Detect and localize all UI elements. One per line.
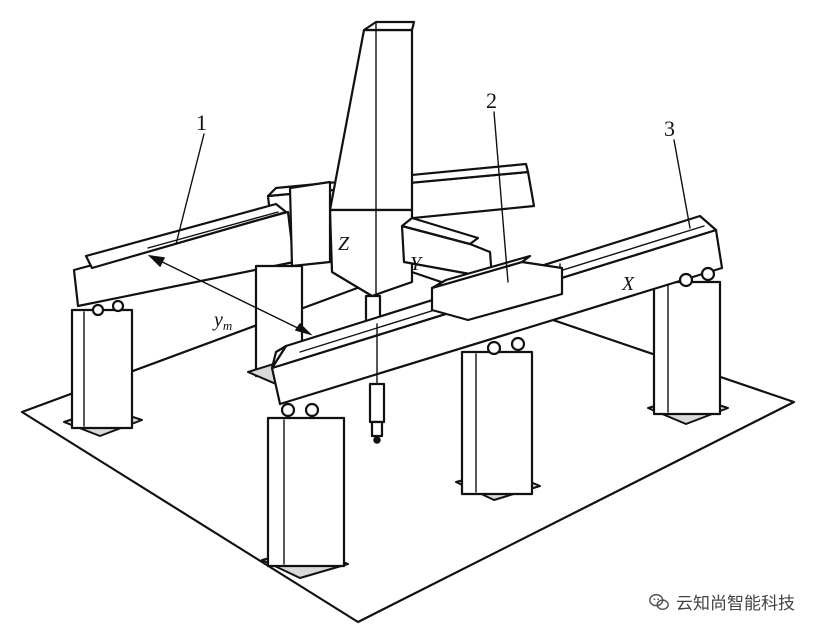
wechat-icon: [649, 593, 669, 610]
callout-leader-2: [493, 111, 509, 283]
z-column: [328, 20, 416, 326]
callout-leader-3: [673, 139, 691, 229]
axis-label-ym-sub: m: [223, 318, 232, 333]
pillar-back-left: [63, 308, 143, 437]
beam-right-support: [678, 266, 716, 288]
axis-label-z: Z: [338, 233, 350, 255]
axis-label-x: X: [621, 273, 635, 295]
callout-2: 2: [486, 88, 497, 113]
x-carriage: [430, 254, 564, 322]
y-carriage: [288, 180, 494, 280]
callout-1: 1: [196, 110, 207, 135]
axis-label-ym: ym: [212, 309, 232, 333]
probe: [368, 323, 386, 444]
pillar-back-right: [647, 280, 729, 425]
callout-leader-1: [175, 133, 205, 245]
watermark-text: 云知尚智能科技: [676, 594, 795, 614]
axis-label-ym-main: y: [212, 309, 223, 331]
pillar-front-left: [261, 402, 349, 579]
pillar-front-middle: [455, 336, 541, 501]
ym-arrow: [147, 254, 313, 336]
axis-label-y: Y: [410, 253, 423, 275]
callout-3: 3: [664, 116, 675, 141]
watermark: 云知尚智能科技: [648, 589, 795, 614]
